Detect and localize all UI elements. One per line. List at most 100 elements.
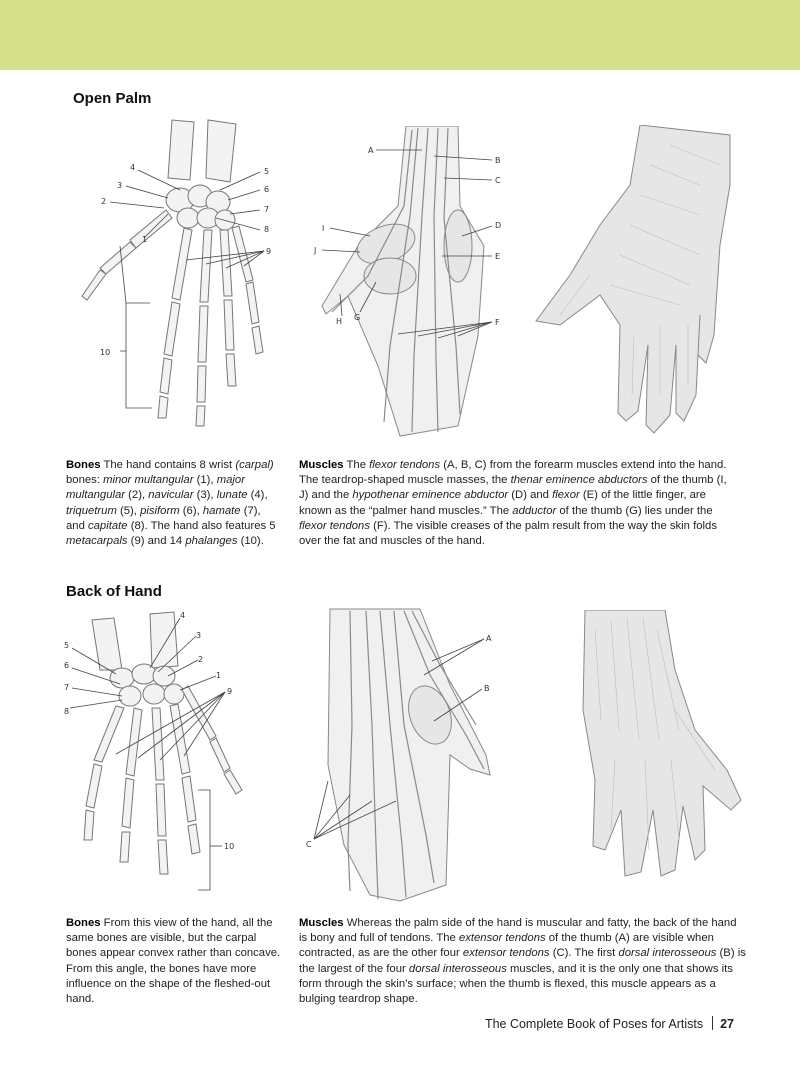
caption-term: minor multangular bbox=[103, 474, 194, 487]
back-muscle-label-B: B bbox=[484, 684, 490, 693]
palm-muscle-label-A: A bbox=[368, 146, 374, 155]
caption-text: (9) and 14 bbox=[127, 535, 186, 548]
header-band bbox=[0, 0, 800, 70]
back-bones-illustration: 1 2 3 4 5 6 7 8 9 10 bbox=[60, 610, 285, 900]
caption-term: adductor bbox=[512, 504, 557, 517]
caption-back-bones: Bones From this view of the hand, all th… bbox=[66, 916, 282, 1007]
palm-muscle-label-H: H bbox=[336, 317, 342, 326]
caption-heading: Muscles bbox=[299, 459, 344, 471]
caption-text: (7), and bbox=[66, 504, 261, 532]
caption-text: The bbox=[343, 459, 370, 471]
caption-text: The hand contains 8 wrist bbox=[100, 459, 236, 471]
caption-text: (C). The first bbox=[549, 947, 619, 960]
palm-bone-label-10: 10 bbox=[100, 348, 110, 357]
back-bone-label-2: 2 bbox=[198, 655, 203, 664]
caption-term: extensor tendons bbox=[462, 947, 550, 960]
palm-muscle-label-C: C bbox=[495, 176, 501, 185]
caption-text: of the thumb (A) are visible when contra… bbox=[299, 932, 714, 960]
caption-term: flexor tendons bbox=[369, 459, 441, 471]
page-number: 27 bbox=[720, 1017, 734, 1031]
caption-text: (1), bbox=[193, 474, 217, 487]
caption-text: (2), bbox=[125, 489, 149, 502]
palm-muscle-label-G: G bbox=[354, 313, 360, 322]
caption-term: capitate bbox=[88, 519, 128, 532]
caption-text: (10). bbox=[237, 535, 264, 548]
caption-term: phalanges bbox=[185, 535, 238, 548]
caption-term: metacarpals bbox=[66, 535, 128, 548]
caption-heading: Muscles bbox=[299, 917, 344, 929]
palm-bone-label-9: 9 bbox=[266, 247, 271, 256]
caption-text: of the thumb (G) lies under the bbox=[556, 504, 713, 517]
caption-heading: Bones bbox=[66, 917, 101, 929]
back-sketch-illustration bbox=[555, 610, 745, 890]
caption-term: extensor tendons bbox=[458, 932, 546, 945]
caption-term: thenar eminence abductors bbox=[510, 474, 648, 487]
caption-text: (F). The visible creases of the palm res… bbox=[299, 519, 717, 548]
section-title-open-palm: Open Palm bbox=[73, 90, 152, 107]
caption-text: From this view of the hand, all the same… bbox=[66, 917, 281, 1006]
caption-text: (3), bbox=[193, 489, 217, 502]
back-bone-label-4: 4 bbox=[180, 611, 185, 620]
caption-heading: Bones bbox=[66, 459, 101, 471]
caption-palm-muscles: Muscles The flexor tendons (A, B, C) fro… bbox=[299, 458, 739, 549]
palm-muscle-label-B: B bbox=[495, 156, 501, 165]
palm-sketch-illustration bbox=[530, 125, 740, 435]
back-muscle-label-C: C bbox=[306, 840, 312, 849]
palm-muscle-label-J: J bbox=[313, 246, 316, 255]
caption-term: pisiform bbox=[140, 504, 180, 517]
caption-term: dorsal interosseous bbox=[618, 947, 717, 960]
caption-text: (D) and bbox=[508, 489, 553, 502]
page-footer: The Complete Book of Poses for Artists 27 bbox=[485, 1016, 734, 1031]
palm-muscle-label-D: D bbox=[495, 221, 501, 230]
caption-term: navicular bbox=[148, 489, 194, 502]
caption-back-muscles: Muscles Whereas the palm side of the han… bbox=[299, 916, 747, 1007]
back-bone-label-1: 1 bbox=[216, 671, 221, 680]
back-bone-label-7: 7 bbox=[64, 683, 69, 692]
palm-bone-label-5: 5 bbox=[264, 167, 269, 176]
caption-term: triquetrum bbox=[66, 504, 117, 517]
caption-term: flexor bbox=[552, 489, 580, 502]
caption-term: flexor tendons bbox=[299, 519, 370, 532]
palm-bone-label-8: 8 bbox=[264, 225, 269, 234]
caption-text: (8). The hand also features 5 bbox=[127, 519, 276, 532]
footer-divider bbox=[712, 1016, 714, 1030]
palm-muscle-label-I: I bbox=[322, 224, 324, 233]
caption-text: (E) of the little finger, are known as t… bbox=[299, 489, 706, 517]
palm-muscles-illustration: A B C D E F G H I J bbox=[308, 126, 513, 441]
caption-term: dorsal interosseous bbox=[408, 962, 507, 975]
palm-muscle-label-E: E bbox=[495, 252, 500, 261]
caption-term: lunate bbox=[216, 489, 248, 502]
caption-term: (carpal) bbox=[235, 459, 274, 471]
palm-bone-label-1: 1 bbox=[142, 235, 147, 244]
caption-term: major multangular bbox=[66, 474, 245, 502]
section-title-back-of-hand: Back of Hand bbox=[66, 583, 162, 600]
palm-bone-label-7: 7 bbox=[264, 205, 269, 214]
palm-bone-label-3: 3 bbox=[117, 181, 122, 190]
caption-text: muscles, and it is the only one that sho… bbox=[299, 962, 733, 1006]
caption-text: (A, B, C) from the forearm muscles exten… bbox=[299, 459, 727, 487]
caption-text: Whereas the palm side of the hand is mus… bbox=[299, 917, 737, 945]
palm-bones-illustration: 1 2 3 4 5 6 7 8 9 10 bbox=[60, 118, 290, 438]
back-bone-label-9: 9 bbox=[227, 687, 232, 696]
caption-text: (B) is the largest of the four bbox=[299, 947, 746, 975]
back-bone-label-5: 5 bbox=[64, 641, 69, 650]
book-title: The Complete Book of Poses for Artists bbox=[484, 1017, 704, 1031]
back-bone-label-10: 10 bbox=[224, 842, 234, 851]
caption-text: (6), bbox=[179, 504, 203, 517]
palm-bone-label-4: 4 bbox=[130, 163, 135, 172]
caption-palm-bones: Bones The hand contains 8 wrist (carpal)… bbox=[66, 458, 282, 549]
caption-text: of the thumb (I, J) and the bbox=[299, 474, 727, 502]
caption-text: bones: bbox=[66, 474, 104, 487]
palm-bone-label-2: 2 bbox=[101, 197, 106, 206]
caption-term: hypothenar eminence abductor bbox=[352, 489, 509, 502]
back-muscle-label-A: A bbox=[486, 634, 492, 643]
back-bone-label-8: 8 bbox=[64, 707, 69, 716]
back-muscles-illustration: A B C bbox=[300, 605, 505, 905]
back-bone-label-3: 3 bbox=[196, 631, 201, 640]
caption-text: (4), bbox=[247, 489, 268, 502]
palm-muscle-label-F: F bbox=[495, 318, 500, 327]
back-bone-label-6: 6 bbox=[64, 661, 69, 670]
palm-bone-label-6: 6 bbox=[264, 185, 269, 194]
caption-text: (5), bbox=[116, 504, 141, 517]
caption-term: hamate bbox=[202, 504, 241, 517]
